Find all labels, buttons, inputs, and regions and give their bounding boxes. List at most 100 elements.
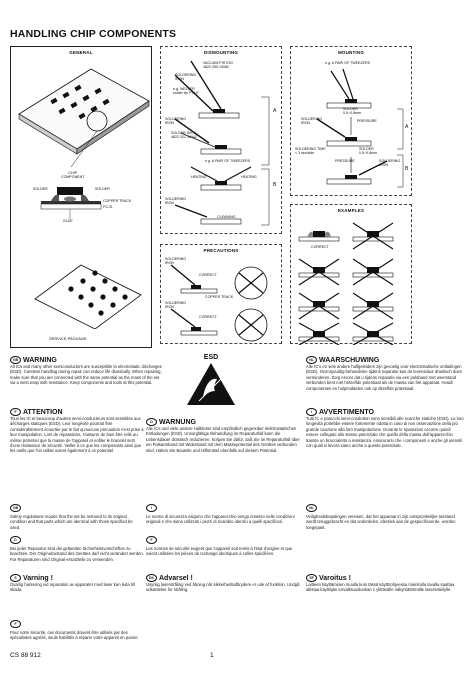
mounting-title: MOUNTING (337, 50, 365, 55)
lang-badge: DK (146, 574, 157, 582)
mounting-label-iron-2: SOLDERING IRON (379, 159, 401, 168)
precautions-label-iron-2: SOLDERING IRON (165, 301, 187, 310)
mounting-label-pressure-2: PRESSURE (335, 159, 355, 163)
dismounting-title: DISMOUNTING (203, 50, 239, 55)
section-text: Les normes de sécurité exigent que l'app… (146, 546, 293, 557)
section-text: Tutti IC e parecchi semi-conduttori sono… (306, 416, 464, 449)
section-text: Laitteen käyttäminen muulla kuin tässä k… (306, 582, 455, 593)
mounting-mark-b: B (405, 166, 409, 172)
section-title: Advarsel ! (159, 574, 193, 582)
section-title: WARNING (23, 356, 57, 364)
lang-badge: F (10, 620, 21, 628)
section-i-safety: I Le norme di sicurezza esigono che l'ap… (146, 496, 302, 525)
section-text: Ovarlig hantering vid reparation av appa… (10, 582, 135, 593)
lang-badge: F (10, 408, 21, 416)
general-label-copper: COPPER TRACK (103, 199, 132, 203)
general-label-glue: GLUE (63, 219, 73, 223)
lang-badge: F (146, 536, 157, 544)
section-gb-safety: GB Safety regulations require that the s… (10, 496, 144, 530)
section-title: WARNUNG (159, 418, 196, 426)
lang-badge: I (306, 408, 317, 416)
lang-badge: SF (306, 574, 317, 582)
general-label-solder-right: SOLDER (95, 187, 110, 191)
section-text: Bei jeder Reparatur sind die geltenden S… (10, 546, 144, 562)
lang-badge: NL (306, 356, 317, 364)
dismounting-label-vacuum: VACUUM PISTON 4822 395 10082 (203, 61, 233, 70)
precautions-title: PRECAUTIONS (203, 248, 239, 253)
esd-label: ESD (203, 354, 219, 361)
dismounting-label-heating-2: HEATING (241, 175, 257, 179)
precautions-panel: PRECAUTIONS SOLDERING IRON CORRECT COPPE… (160, 244, 282, 344)
dismounting-illustration (174, 60, 270, 226)
dismounting-label-iron-3: SOLDERING IRON (165, 197, 187, 206)
general-label-solder-left: SOLDER (33, 187, 48, 191)
lang-badge: D (10, 536, 21, 544)
examples-illustration (298, 222, 394, 345)
section-f-securite: F Pour votre sécurité, ces documents doi… (10, 612, 144, 641)
dismounting-label-weller: e.g. WELLER solder tip PT-H7 (173, 87, 199, 96)
section-title: AVVERTIMENTO (319, 408, 374, 416)
mounting-panel: MOUNTING e.g. A PAIR OF TWEEZERS SOLDER … (290, 46, 412, 196)
lang-badge: D (146, 418, 157, 426)
mounting-illustration (316, 68, 404, 188)
precautions-label-correct-1: CORRECT (199, 273, 217, 277)
section-text: Alle ICs und viele andere Halbleiter sin… (146, 426, 300, 453)
document-code: CS 88 912 (10, 652, 41, 659)
lang-badge: GB (10, 504, 21, 512)
general-illustration (18, 68, 150, 329)
precautions-label-copper: COPPER TRACK (205, 295, 234, 299)
section-text: All ICs and many other semiconductors ar… (10, 364, 162, 386)
lang-badge: I (146, 504, 157, 512)
general-footer: SERVICE PACKAGE (49, 336, 87, 341)
dismounting-mark-b: B (273, 182, 277, 188)
general-label-pcb: P.C.B. (103, 205, 113, 209)
esd-warning-icon (187, 363, 235, 405)
section-title: ATTENTION (23, 408, 63, 416)
page-title: HANDLING CHIP COMPONENTS (10, 28, 177, 40)
precautions-illustration (170, 264, 268, 342)
dismounting-label-heating-1: HEATING (191, 175, 207, 179)
section-text: Safety regulations require that the set … (10, 514, 133, 530)
lang-badge: S (10, 574, 21, 582)
section-text: Pour votre sécurité, ces documents doive… (10, 630, 139, 641)
general-label-chip: CHIP COMPONENT (61, 171, 85, 180)
section-text: Veiligheidsbepalingen vereisen, dat het … (306, 514, 456, 530)
dismounting-label-cleaning: CLEANING (217, 215, 236, 219)
dismounting-label-iron-1: SOLDERING IRON (175, 73, 197, 82)
mounting-label-pressure-1: PRESSURE (357, 119, 377, 123)
lang-badge: NL (306, 504, 317, 512)
examples-title: EXAMPLES (337, 208, 365, 213)
section-nl-safety: NL Veiligheidsbepalingen vereisen, dat h… (306, 496, 464, 530)
esd-symbol: ESD (185, 354, 237, 410)
precautions-label-iron-1: SOLDERING IRON (165, 257, 187, 266)
mounting-label-iron-1: SOLDERING IRON (301, 117, 323, 126)
dismounting-panel: DISMOUNTING VACUUM PISTON 4822 395 10082… (160, 46, 282, 234)
mounting-label-tweezers: e.g. A PAIR OF TWEEZERS (325, 61, 370, 65)
mounting-label-time: SOLDERING TIME < 3 sec/side (295, 147, 326, 156)
section-f-safety: F Les normes de sécurité exigent que l'a… (146, 528, 302, 557)
dismounting-label-wick: SOLDER WICK 4822 321 40042 (171, 131, 197, 140)
dismounting-label-tweezers: e.g. A PAIR OF TWEEZERS (205, 159, 250, 163)
section-title: Varning ! (23, 574, 53, 582)
dismounting-label-iron-2: SOLDERING IRON (165, 117, 187, 126)
section-text: Alle IC's en vele andere halfgeleiders z… (306, 364, 463, 391)
precautions-label-correct-2: CORRECT (199, 315, 217, 319)
mounting-mark-a: A (405, 124, 409, 130)
examples-panel: EXAMPLES CORRECT (290, 204, 412, 345)
mounting-label-solder-1: SOLDER 0.5~0.8mm (343, 107, 362, 116)
section-text: Le norme di sicurezza esigono che l'appa… (146, 514, 295, 525)
dismounting-mark-a: A (273, 108, 277, 114)
general-title: GENERAL (69, 50, 93, 55)
section-title: Varoitus ! (319, 574, 351, 582)
section-title: WAARSCHUWING (319, 356, 380, 364)
examples-label-correct: CORRECT (311, 245, 329, 249)
page-number: 1 (210, 652, 214, 659)
